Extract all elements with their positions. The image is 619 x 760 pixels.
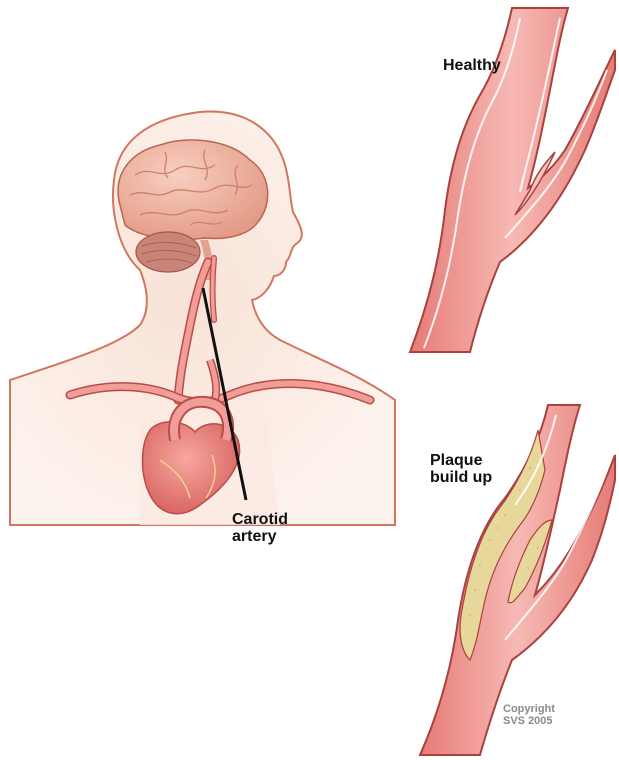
copyright-notice: Copyright SVS 2005 [503,704,555,728]
healthy-label-text: Healthy [443,57,501,74]
cerebellum [136,232,200,272]
carotid-label-line1: Carotid [232,511,288,528]
label-plaque-build-up: Plaque build up [430,452,492,487]
label-healthy: Healthy [443,57,501,74]
carotid-label-line2: artery [232,528,288,545]
plaque-label-line1: Plaque [430,452,492,469]
healthy-artery-illustration [410,8,615,352]
copyright-line2: SVS 2005 [503,716,555,728]
plaque-label-line2: build up [430,469,492,486]
brain-cerebrum [118,140,268,239]
label-carotid-artery: Carotid artery [232,511,288,546]
